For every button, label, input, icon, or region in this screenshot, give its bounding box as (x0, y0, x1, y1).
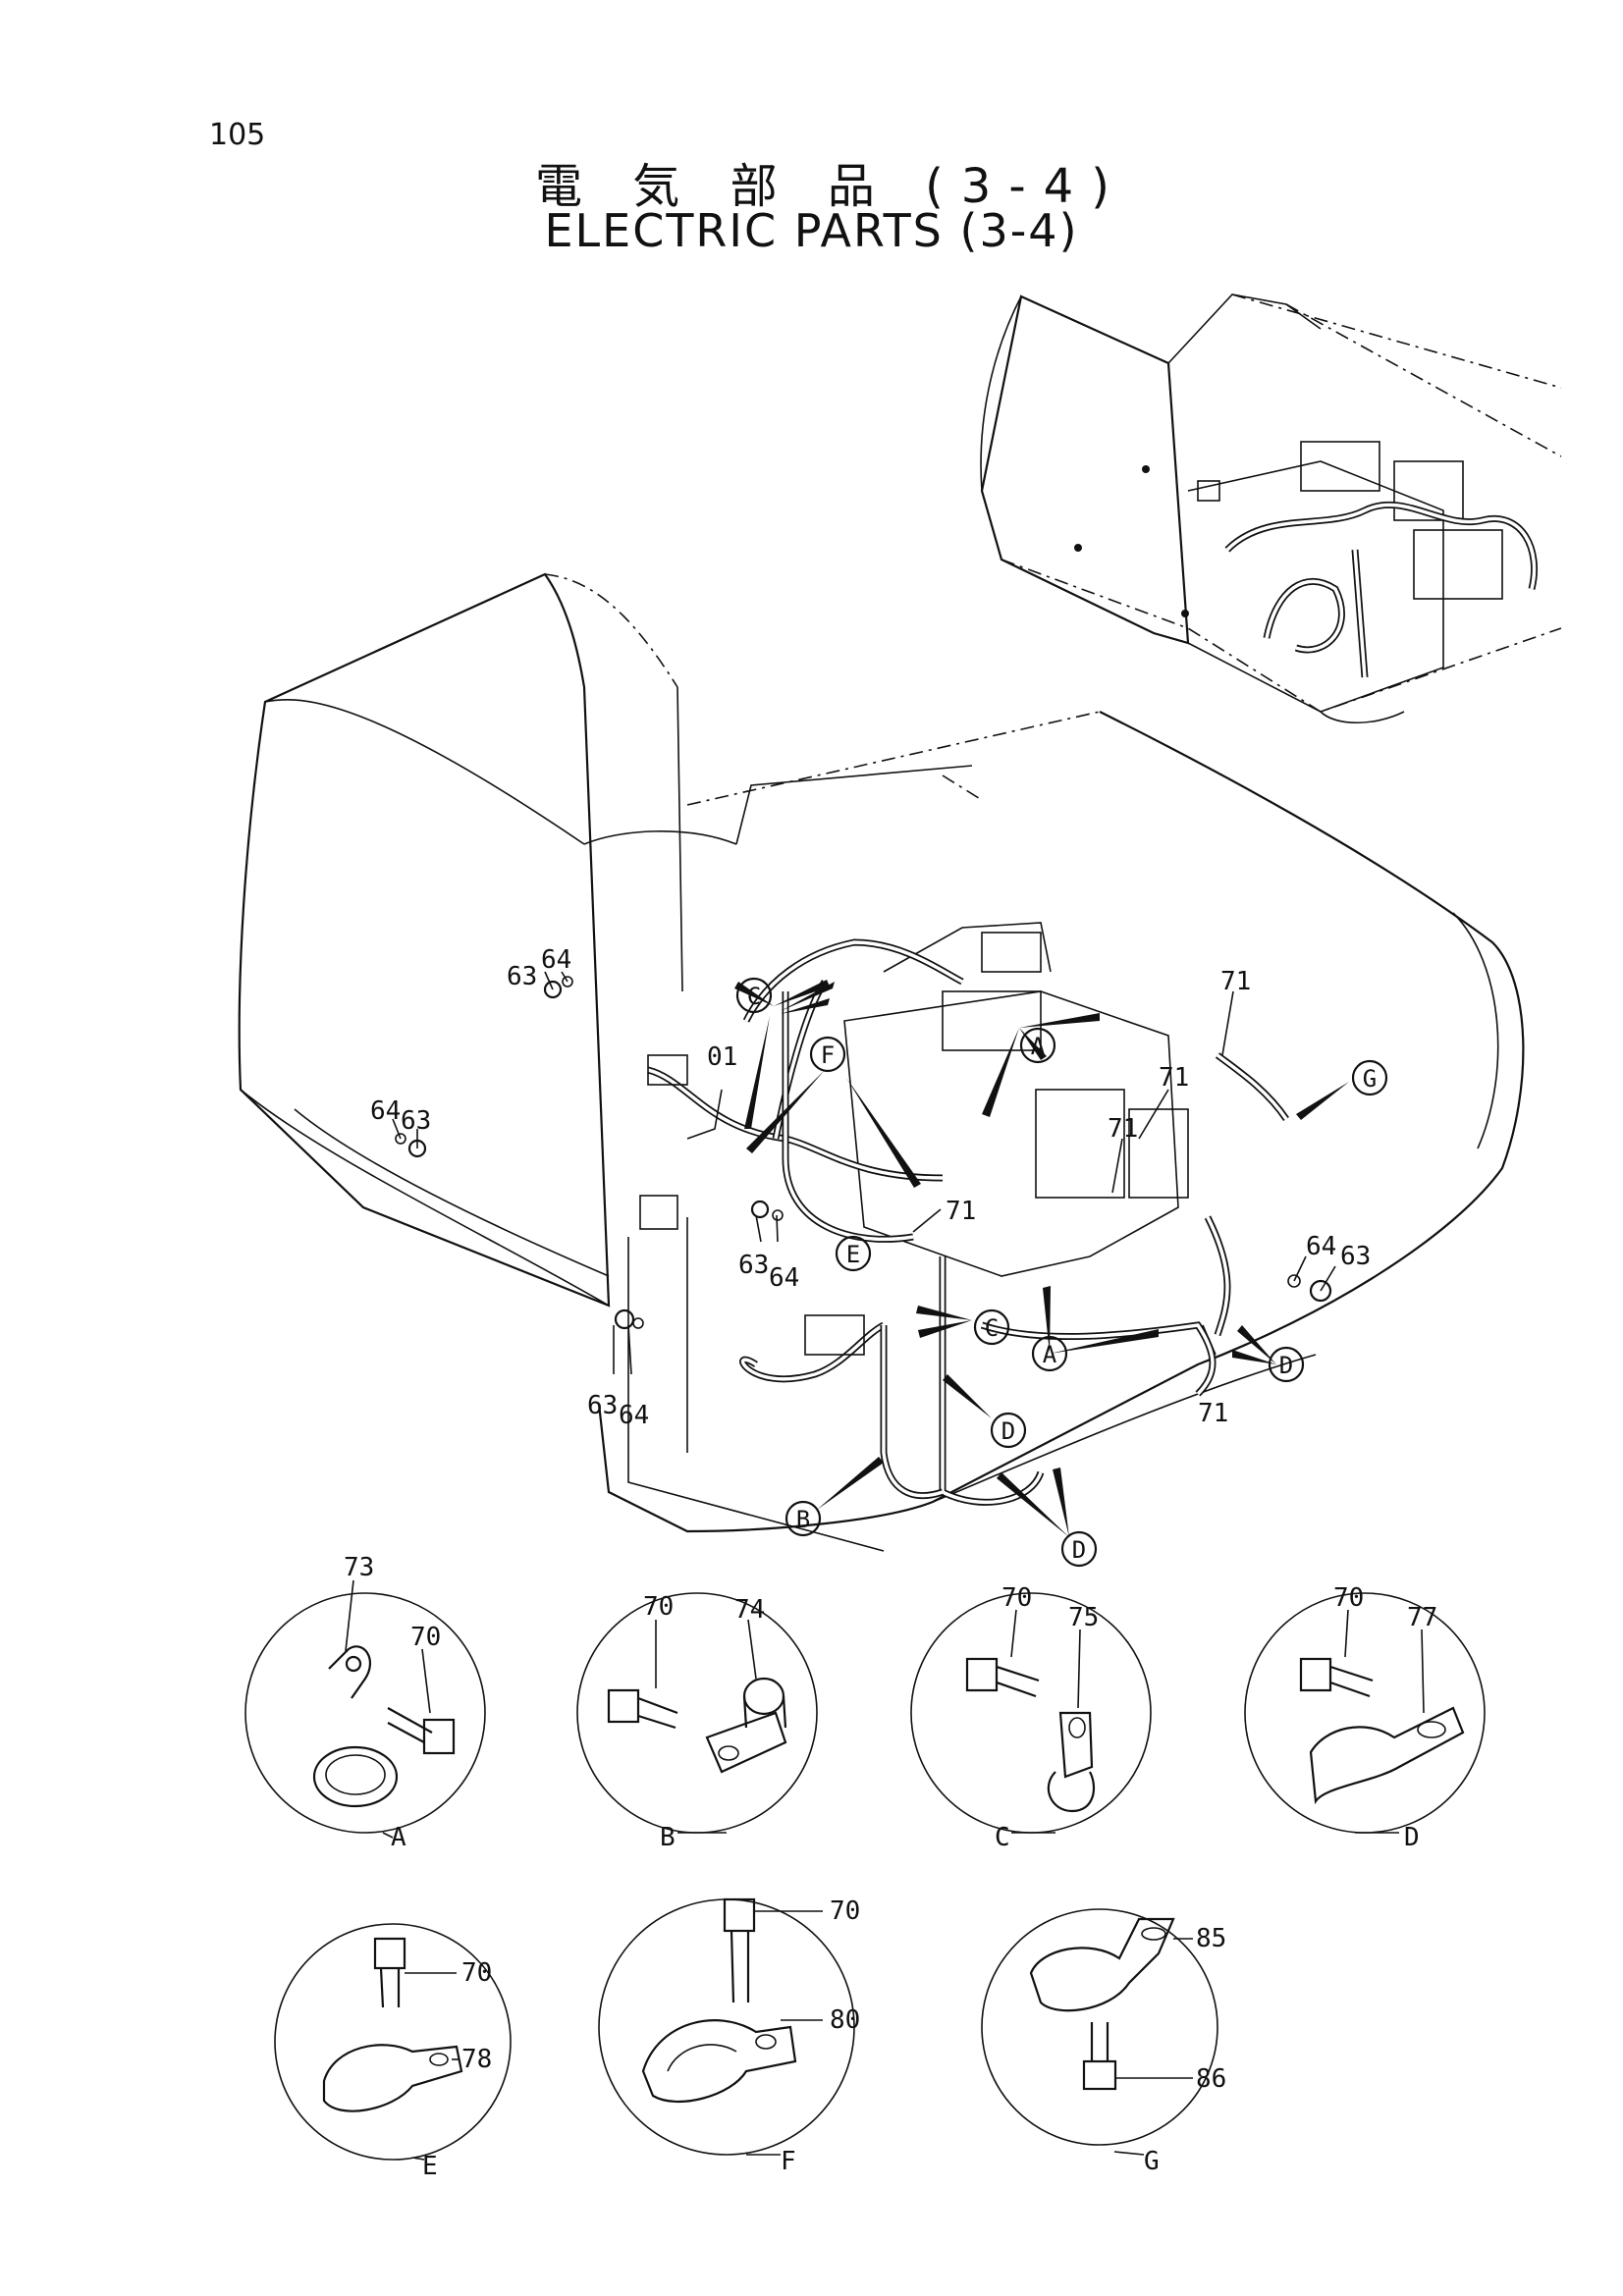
marker-D: D (1268, 1346, 1305, 1383)
svg-text:A: A (1031, 1033, 1046, 1060)
callout-71: 71 (946, 1197, 976, 1226)
callout-64: 64 (769, 1263, 799, 1293)
svg-text:70: 70 (461, 1958, 492, 1988)
svg-text:D: D (1404, 1823, 1420, 1852)
main-assembly (238, 572, 1525, 1552)
svg-text:70: 70 (830, 1896, 860, 1926)
detail-D: 70 77 D (1244, 1583, 1486, 1852)
detail-B: 70 74 B (576, 1592, 818, 1852)
callout-63: 63 (1340, 1242, 1371, 1271)
callout-64: 64 (619, 1401, 649, 1430)
svg-text:70: 70 (410, 1623, 441, 1652)
svg-text:C: C (985, 1314, 999, 1342)
svg-text:75: 75 (1068, 1603, 1099, 1632)
svg-text:E: E (422, 2152, 438, 2181)
marker-A: A (1031, 1335, 1068, 1372)
callout-71: 71 (1159, 1063, 1189, 1093)
svg-text:86: 86 (1196, 2064, 1226, 2094)
callout-71: 71 (1220, 967, 1251, 996)
page-number: 105 (209, 118, 266, 152)
svg-text:78: 78 (461, 2045, 492, 2074)
svg-text:C: C (995, 1823, 1010, 1852)
detail-F: 70 80 F (598, 1896, 860, 2176)
marker-G: G (1351, 1059, 1388, 1096)
detail-A: 73 70 A (244, 1553, 486, 1852)
detail-E: 70 78 E (274, 1923, 512, 2181)
callout-71: 71 (1198, 1399, 1228, 1428)
svg-text:80: 80 (830, 2005, 860, 2035)
marker-C: C (735, 977, 773, 1014)
callout-64: 64 (1306, 1232, 1336, 1261)
marker-D: D (1060, 1530, 1098, 1568)
svg-text:F: F (821, 1041, 835, 1069)
marker-E: E (835, 1235, 872, 1272)
svg-text:A: A (1043, 1341, 1057, 1368)
svg-text:C: C (747, 983, 761, 1010)
detail-C: 70 75 C (910, 1583, 1152, 1852)
svg-text:D: D (1001, 1417, 1015, 1445)
svg-text:G: G (1144, 2147, 1160, 2176)
svg-text:B: B (796, 1506, 810, 1533)
callout-01: 01 (707, 1042, 737, 1072)
svg-text:F: F (781, 2147, 796, 2176)
svg-text:70: 70 (1001, 1583, 1032, 1613)
marker-D: D (990, 1412, 1027, 1449)
svg-text:77: 77 (1407, 1603, 1437, 1632)
svg-text:D: D (1072, 1536, 1086, 1564)
marker-F: F (809, 1036, 846, 1073)
callout-64: 64 (541, 945, 571, 975)
callout-63: 63 (587, 1391, 618, 1420)
svg-text:74: 74 (734, 1595, 765, 1625)
detail-G: 85 86 G (981, 1908, 1226, 2176)
svg-text:D: D (1279, 1352, 1293, 1379)
callout-71: 71 (1108, 1114, 1138, 1144)
svg-text:E: E (846, 1241, 860, 1268)
title-english: ELECTRIC PARTS (3-4) (544, 204, 1079, 257)
callout-63: 63 (507, 962, 537, 991)
title-japanese: 電 気 部 品 (3-4) (535, 159, 1127, 214)
svg-text:85: 85 (1196, 1924, 1226, 1953)
svg-text:A: A (391, 1823, 406, 1852)
callout-64: 64 (370, 1096, 401, 1126)
svg-text:70: 70 (1333, 1583, 1364, 1613)
svg-text:G: G (1363, 1065, 1377, 1093)
callout-63: 63 (738, 1251, 769, 1280)
svg-text:B: B (660, 1823, 676, 1852)
svg-text:70: 70 (643, 1592, 674, 1622)
marker-C: C (973, 1308, 1010, 1346)
marker-A: A (1019, 1027, 1056, 1064)
svg-text:73: 73 (344, 1553, 374, 1582)
inset-overview (980, 294, 1562, 724)
callout-63: 63 (401, 1106, 431, 1136)
marker-B: B (784, 1500, 822, 1537)
